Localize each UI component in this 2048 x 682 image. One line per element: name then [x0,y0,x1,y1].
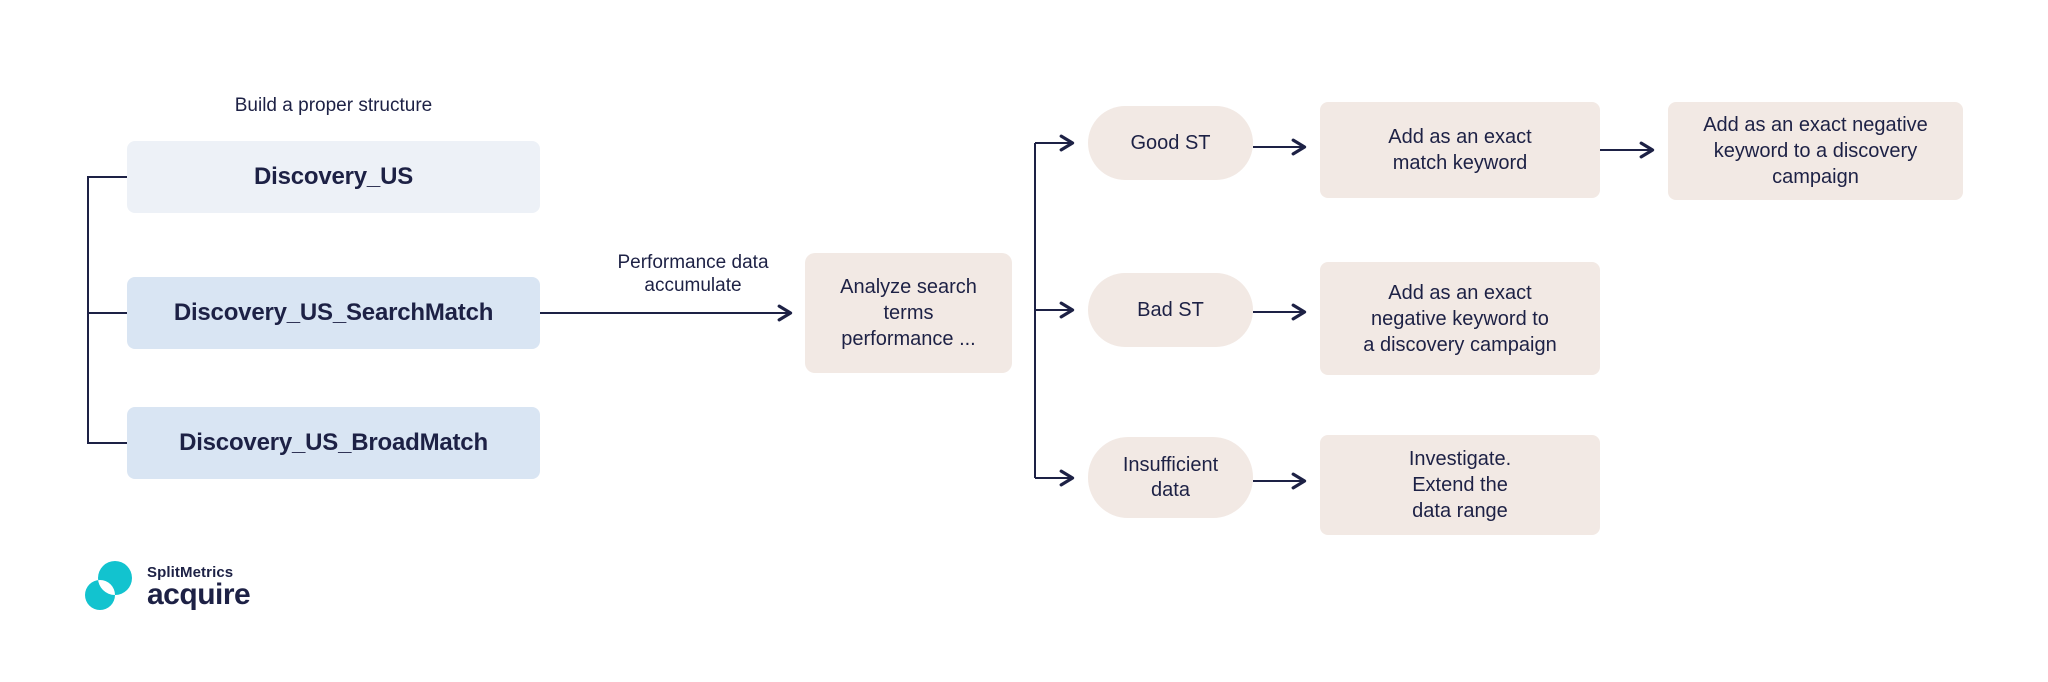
pill-line: Insufficient [1122,453,1219,476]
action-box-exact-match-keyword: Add as an exact match keyword [1320,102,1600,198]
box-line: Add as an exact [1388,281,1532,304]
campaign-box-discovery-us: Discovery_US [127,141,540,213]
box-line: negative keyword to [1371,307,1549,330]
action-box-negative-keyword-discovery: Add as an exact negative keyword to a di… [1320,262,1600,375]
build-structure-label: Build a proper structure [234,95,433,116]
campaign-name: Discovery_US_BroadMatch [179,429,488,456]
action-box-investigate-extend-range: Investigate. Extend the data range [1320,435,1600,535]
analyze-search-terms-box: Analyze search terms performance ... [805,253,1012,373]
condition-pill-insufficient-data: Insufficient data [1088,437,1253,518]
box-line: performance ... [841,328,976,350]
box-line: terms [883,302,934,324]
box-line: a discovery campaign [1363,333,1557,356]
logo-brand-text: SplitMetrics [147,564,234,581]
splitmetrics-acquire-logo: SplitMetrics acquire [85,560,251,612]
box-line: match keyword [1392,152,1528,174]
campaign-bracket-line [87,176,127,444]
campaign-name: Discovery_US [253,163,414,190]
splitmetrics-logo-icon [85,561,132,610]
performance-data-label: Performance data accumulate [597,251,789,297]
condition-pill-bad-st: Bad ST [1088,273,1253,347]
box-line: campaign [1772,166,1859,188]
label-line: Performance data [617,252,769,273]
pill-line: Good ST [1130,131,1211,154]
campaign-name: Discovery_US_SearchMatch [173,299,494,326]
box-line: keyword to a discovery [1713,140,1918,162]
box-line: Extend the [1412,474,1508,496]
pill-line: Bad ST [1137,298,1204,321]
box-line: Add as an exact negative [1703,114,1928,136]
box-line: Analyze search [840,276,977,298]
box-line: Investigate. [1408,448,1512,470]
logo-product-text: acquire [147,578,251,611]
campaign-box-discovery-us-searchmatch: Discovery_US_SearchMatch [127,277,540,349]
followup-box-exact-negative-keyword: Add as an exact negative keyword to a di… [1668,102,1963,200]
box-line: data range [1412,500,1508,522]
box-line: Add as an exact [1388,126,1532,148]
pill-line: data [1151,478,1190,501]
campaign-box-discovery-us-broadmatch: Discovery_US_BroadMatch [127,407,540,479]
condition-pill-good-st: Good ST [1088,106,1253,180]
logo-wordmark: SplitMetrics acquire [147,560,251,611]
label-line: accumulate [644,275,742,296]
